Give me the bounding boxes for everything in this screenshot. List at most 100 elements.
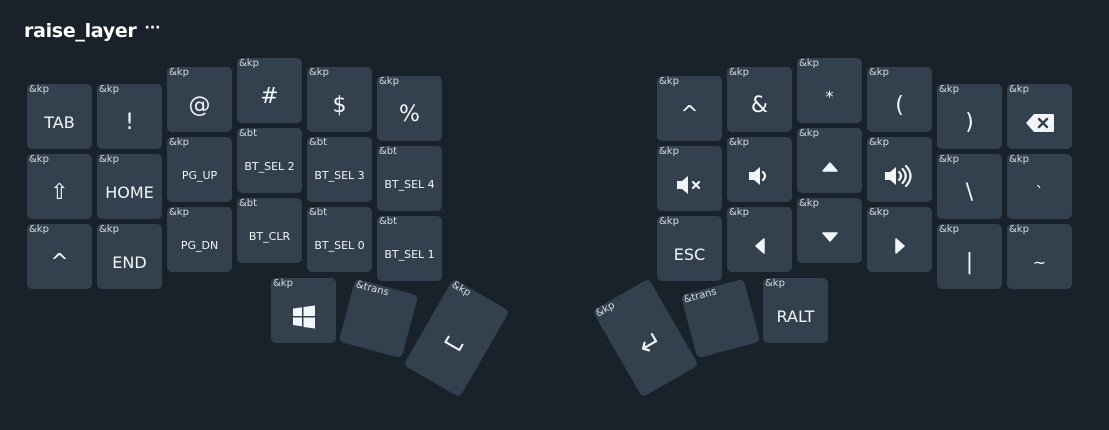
key-caret[interactable]: &kp ^ bbox=[27, 224, 92, 289]
key-behavior: &kp bbox=[99, 224, 119, 235]
key-behavior: &bt bbox=[239, 198, 258, 209]
key-label: $ bbox=[332, 92, 347, 118]
key-behavior: &kp bbox=[309, 67, 329, 78]
key-backslash[interactable]: &kp\ bbox=[937, 154, 1002, 219]
key-label: & bbox=[750, 92, 769, 118]
key-behavior: &kp bbox=[765, 278, 785, 289]
key-behavior: &kp bbox=[239, 58, 259, 69]
arrow-right-icon bbox=[867, 219, 932, 272]
key-behavior: &bt bbox=[379, 216, 398, 227]
key-ampersand[interactable]: &kp& bbox=[727, 67, 792, 132]
key-backtick[interactable]: &kp ` bbox=[1007, 154, 1072, 219]
key-behavior: &kp bbox=[869, 137, 889, 148]
key-windows[interactable]: &kp bbox=[271, 278, 336, 343]
key-label: ` bbox=[1035, 182, 1044, 202]
key-behavior: &kp bbox=[379, 76, 399, 87]
key-hash[interactable]: &kp # bbox=[237, 58, 302, 123]
more-options-icon[interactable]: ··· bbox=[144, 20, 161, 36]
key-label: ) bbox=[965, 109, 974, 135]
layer-title[interactable]: raise_layer bbox=[24, 20, 137, 42]
key-label: ( bbox=[895, 92, 904, 118]
key-tilde[interactable]: &kp~ bbox=[1007, 224, 1072, 289]
key-arrow-left[interactable]: &kp bbox=[727, 207, 792, 272]
key-arrow-up[interactable]: &kp bbox=[797, 128, 862, 193]
key-at[interactable]: &kp@ bbox=[167, 67, 232, 132]
key-label: ESC bbox=[673, 244, 706, 264]
key-behavior: &kp bbox=[29, 224, 49, 235]
key-behavior: &kp bbox=[1009, 154, 1029, 165]
key-behavior: &kp bbox=[939, 224, 959, 235]
key-arrow-right[interactable]: &kp bbox=[867, 207, 932, 272]
key-pipe[interactable]: &kp | bbox=[937, 224, 1002, 289]
key-right-paren[interactable]: &kp) bbox=[937, 84, 1002, 149]
key-label: BT_SEL 2 bbox=[244, 160, 295, 173]
key-behavior: &kp bbox=[1009, 224, 1029, 235]
key-behavior: &kp bbox=[799, 128, 819, 139]
key-label: HOME bbox=[105, 182, 154, 202]
key-label: * bbox=[825, 86, 834, 106]
key-backspace[interactable]: &kp bbox=[1007, 84, 1072, 149]
key-transparent[interactable]: &trans bbox=[338, 278, 419, 359]
key-label: PG_DN bbox=[180, 239, 219, 252]
key-label: ^ bbox=[680, 101, 699, 127]
key-space[interactable]: &kp bbox=[403, 278, 510, 398]
key-behavior: &kp bbox=[729, 137, 749, 148]
key-left-paren[interactable]: &kp ( bbox=[867, 67, 932, 132]
key-shift[interactable]: &kp⇧ bbox=[27, 154, 92, 219]
key-behavior: &kp bbox=[799, 58, 819, 69]
key-mute[interactable]: &kp bbox=[657, 146, 722, 211]
key-behavior: &kp bbox=[659, 216, 679, 227]
key-behavior: &kp bbox=[169, 137, 189, 148]
key-volume-down[interactable]: &kp bbox=[727, 137, 792, 202]
key-caret[interactable]: &kp ^ bbox=[657, 76, 722, 141]
key-transparent[interactable]: &trans bbox=[680, 278, 761, 359]
key-behavior: &kp bbox=[29, 154, 49, 165]
space-icon bbox=[403, 289, 503, 398]
key-asterisk[interactable]: &kp * bbox=[797, 58, 862, 123]
key-label: BT_SEL 4 bbox=[384, 178, 435, 191]
key-behavior: &kp bbox=[799, 198, 819, 209]
key-percent[interactable]: &kp% bbox=[377, 76, 442, 141]
key-behavior: &kp bbox=[729, 207, 749, 218]
arrow-up-icon bbox=[797, 140, 862, 193]
key-behavior: &kp bbox=[659, 146, 679, 157]
key-behavior: &bt bbox=[239, 128, 258, 139]
key-label: BT_SEL 1 bbox=[384, 248, 435, 261]
key-label: \ bbox=[965, 179, 974, 205]
key-label: BT_CLR bbox=[248, 230, 291, 243]
key-label: BT_SEL 0 bbox=[314, 239, 365, 252]
key-enter[interactable]: &kp bbox=[592, 278, 699, 398]
key-behavior: &kp bbox=[659, 76, 679, 87]
layer-header: raise_layer ··· bbox=[24, 20, 160, 42]
key-label: | bbox=[965, 249, 974, 275]
key-label bbox=[339, 290, 416, 358]
key-volume-up[interactable]: &kp bbox=[867, 137, 932, 202]
key-dollar[interactable]: &kp $ bbox=[307, 67, 372, 132]
key-label: % bbox=[399, 101, 420, 127]
key-label: TAB bbox=[44, 112, 75, 132]
key-label: ! bbox=[125, 109, 134, 135]
key-label: # bbox=[260, 83, 279, 109]
key-behavior: &kp bbox=[869, 207, 889, 218]
arrow-left-icon bbox=[727, 219, 792, 272]
enter-icon bbox=[598, 289, 698, 398]
key-label: ^ bbox=[50, 249, 69, 275]
key-arrow-down[interactable]: &kp bbox=[797, 198, 862, 263]
mute-icon bbox=[657, 158, 722, 211]
key-behavior: &bt bbox=[309, 207, 328, 218]
key-behavior: &kp bbox=[869, 67, 889, 78]
key-exclamation[interactable]: &kp! bbox=[97, 84, 162, 149]
